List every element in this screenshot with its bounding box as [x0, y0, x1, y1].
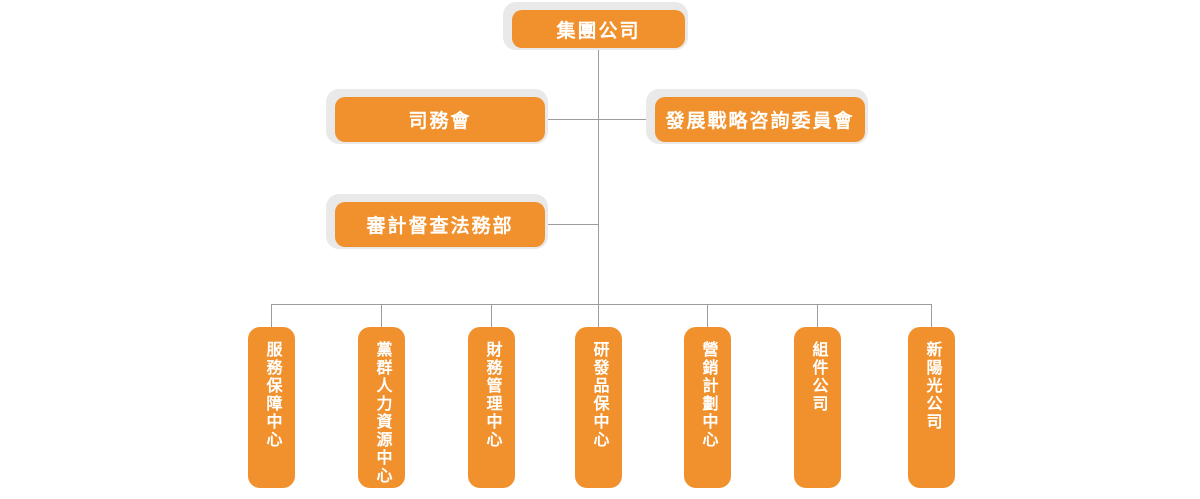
- node-components-company: 組件公司: [794, 327, 841, 488]
- connector-level2-line: [545, 119, 655, 120]
- node-audit-legal-dept: 審計督查法務部: [335, 202, 545, 247]
- node-service-support-center: 服務保障中心: [248, 327, 295, 488]
- node-label: 服務保障中心: [263, 341, 281, 449]
- node-marketing-planning-center: 營銷計劃中心: [684, 327, 731, 488]
- connector-level3-line: [545, 224, 599, 225]
- node-new-sunshine-company: 新陽光公司: [908, 327, 955, 488]
- node-group-company: 集團公司: [512, 10, 685, 48]
- node-label: 營銷計劃中心: [699, 341, 717, 449]
- connector-bottom-bar: [271, 304, 932, 305]
- connector-drop-line: [381, 304, 382, 327]
- node-rnd-qa-center: 研發品保中心: [575, 327, 622, 488]
- node-label: 財務管理中心: [483, 341, 501, 449]
- node-label: 司務會: [408, 111, 472, 132]
- node-party-hr-center: 黨群人力資源中心: [358, 327, 405, 488]
- node-label: 發展戰略咨詢委員會: [665, 111, 855, 132]
- node-label: 審計督查法務部: [366, 216, 514, 237]
- connector-drop-line: [598, 304, 599, 327]
- node-strategy-committee: 發展戰略咨詢委員會: [655, 97, 865, 142]
- node-finance-management-center: 財務管理中心: [468, 327, 515, 488]
- connector-trunk-line: [598, 48, 599, 304]
- node-label: 黨群人力資源中心: [373, 341, 391, 485]
- node-label: 研發品保中心: [590, 341, 608, 449]
- connector-drop-line: [491, 304, 492, 327]
- node-label: 集團公司: [556, 20, 641, 42]
- node-label: 新陽光公司: [923, 341, 941, 431]
- node-council: 司務會: [335, 97, 545, 142]
- connector-drop-line: [271, 304, 272, 327]
- connector-drop-line: [817, 304, 818, 327]
- connector-drop-line: [707, 304, 708, 327]
- node-label: 組件公司: [809, 341, 827, 413]
- connector-drop-line: [931, 304, 932, 327]
